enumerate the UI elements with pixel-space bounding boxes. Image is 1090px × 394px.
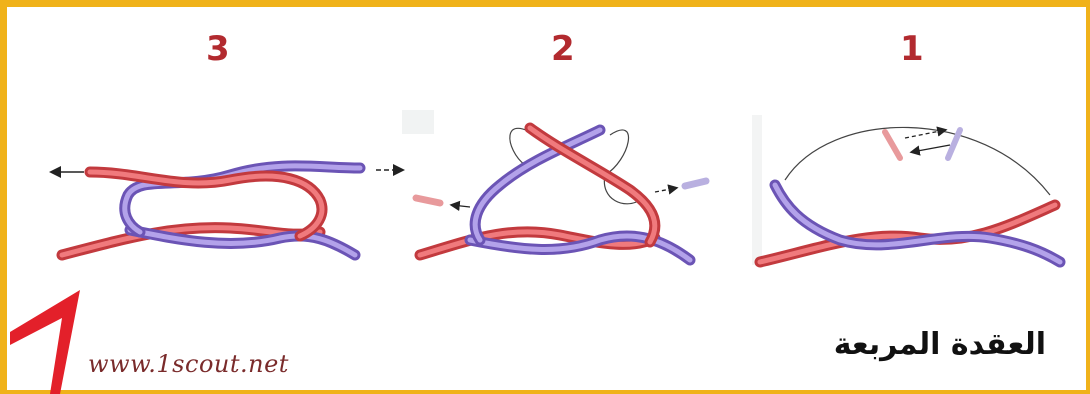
scout-logo-icon xyxy=(10,290,80,394)
knot-title: العقدة المربعة xyxy=(833,327,1046,362)
rope-red-loop-2 xyxy=(524,122,661,248)
panel-step-1 xyxy=(752,115,1066,268)
website-watermark: www.1scout.net xyxy=(88,350,289,378)
panel-step-2 xyxy=(402,110,710,266)
step-number-3: 3 xyxy=(206,29,230,69)
step-number-2: 2 xyxy=(551,29,575,69)
insert-arrow-right-2 xyxy=(654,184,679,195)
panel-step-3 xyxy=(49,160,405,261)
cross-arrow-up-1 xyxy=(904,126,948,139)
insert-arrow-left-2 xyxy=(449,200,471,212)
cross-arrow-down-1 xyxy=(909,144,951,156)
rope-blue-loop-2 xyxy=(469,124,606,246)
step-number-1: 1 xyxy=(900,29,924,69)
